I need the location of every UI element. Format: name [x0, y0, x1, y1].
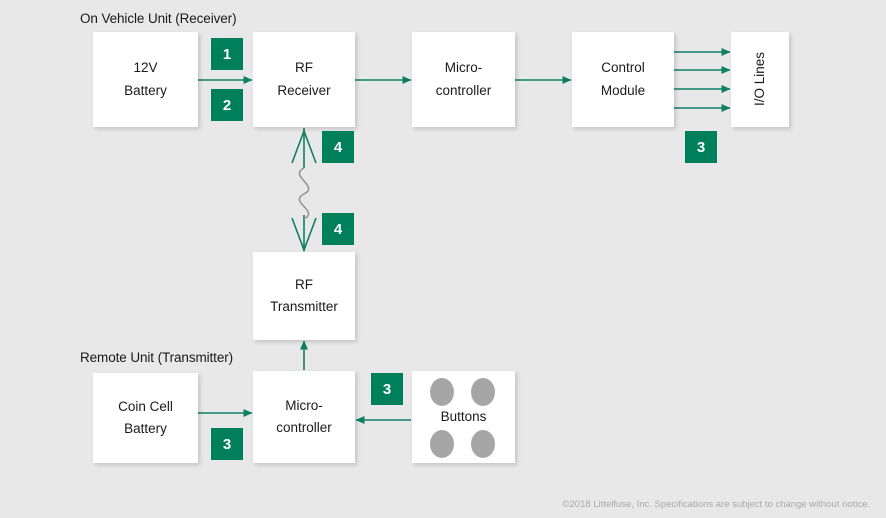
- rf-wave-squiggle: [298, 167, 310, 220]
- antenna-v-transmitter: [291, 217, 317, 253]
- block-control-module-line1: Control: [601, 60, 645, 76]
- block-12v-battery-line1: 12V: [133, 60, 158, 76]
- block-buttons-label: Buttons: [440, 408, 487, 424]
- block-12v-battery[interactable]: 12V Battery: [93, 32, 198, 127]
- block-rf-receiver-line1: RF: [295, 60, 313, 76]
- badge-3-buttons[interactable]: 3: [371, 373, 403, 405]
- antenna-v-receiver: [291, 128, 317, 164]
- block-io-lines-label: I/O Lines: [751, 52, 767, 107]
- copyright-footer: ©2018 Littelfuse, Inc. Specifications ar…: [562, 499, 871, 510]
- section-label-on-vehicle-unit: On Vehicle Unit (Receiver): [80, 11, 237, 26]
- badge-4-receiver-antenna[interactable]: 4: [322, 131, 354, 163]
- block-control-module-line2: Module: [600, 82, 646, 98]
- block-rf-receiver[interactable]: RF Receiver: [253, 32, 355, 127]
- badge-3-coin-cell[interactable]: 3: [211, 428, 243, 460]
- button-dot-top-right[interactable]: [471, 378, 495, 406]
- block-microcontroller-vehicle-line2: controller: [435, 82, 492, 98]
- block-coin-cell-battery-line2: Battery: [124, 421, 167, 436]
- block-io-lines[interactable]: I/O Lines: [731, 32, 789, 127]
- block-microcontroller-vehicle[interactable]: Micro- controller: [412, 32, 515, 127]
- block-12v-battery-line2: Battery: [124, 82, 167, 98]
- badge-2-battery-rf[interactable]: 2: [211, 89, 243, 121]
- block-coin-cell-battery[interactable]: Coin Cell Battery: [93, 373, 198, 463]
- block-rf-transmitter[interactable]: RF Transmitter: [253, 252, 355, 340]
- block-rf-receiver-line2: Receiver: [277, 82, 331, 98]
- block-rf-transmitter-line2: Transmitter: [270, 299, 338, 314]
- wireless-rf-link: [291, 128, 317, 253]
- badge-3-io-lines[interactable]: 3: [685, 131, 717, 163]
- block-microcontroller-vehicle-line1: Micro-: [444, 60, 483, 76]
- button-dot-bottom-left[interactable]: [430, 430, 454, 458]
- block-control-module[interactable]: Control Module: [572, 32, 674, 127]
- block-buttons[interactable]: Buttons: [412, 371, 515, 463]
- button-dot-top-left[interactable]: [430, 378, 454, 406]
- badge-4-transmitter-antenna[interactable]: 4: [322, 213, 354, 245]
- badge-1-battery-rf[interactable]: 1: [211, 38, 243, 70]
- section-label-remote-unit: Remote Unit (Transmitter): [80, 350, 234, 365]
- block-microcontroller-remote-line2: controller: [276, 420, 332, 435]
- block-microcontroller-remote-line1: Micro-: [285, 397, 323, 413]
- button-dot-bottom-right[interactable]: [471, 430, 495, 458]
- block-coin-cell-battery-line1: Coin Cell: [118, 398, 173, 414]
- block-microcontroller-remote[interactable]: Micro- controller: [253, 371, 355, 463]
- block-rf-transmitter-line1: RF: [294, 276, 313, 292]
